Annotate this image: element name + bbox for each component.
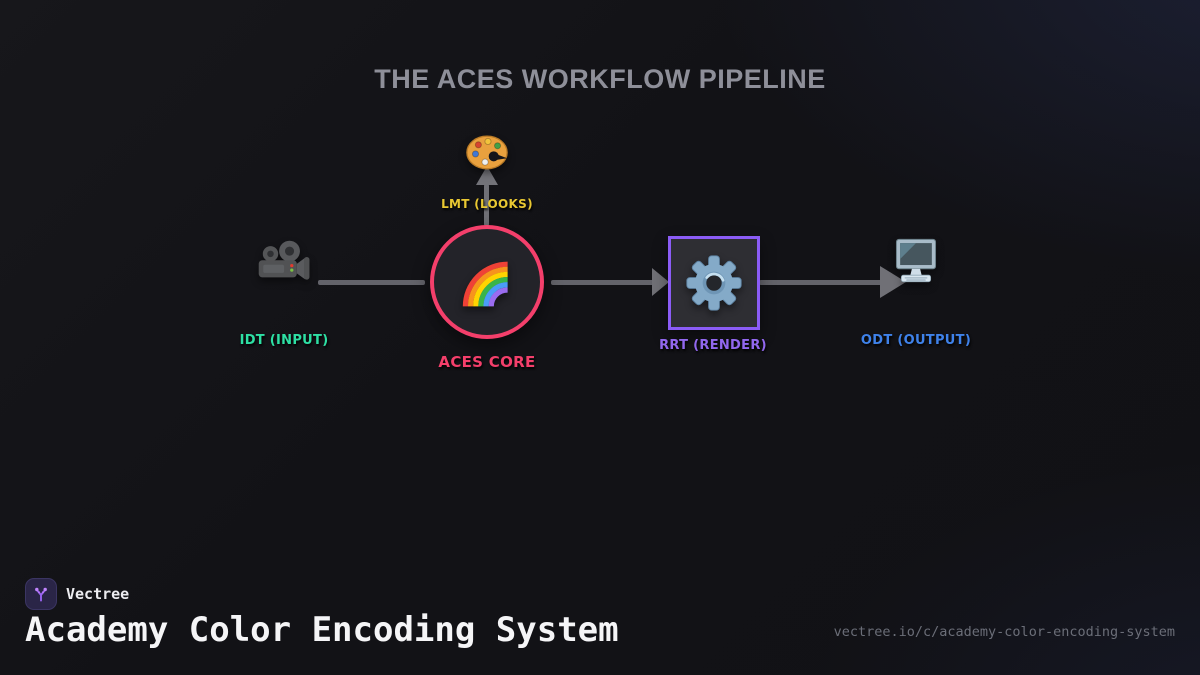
footer-heading: Academy Color Encoding System <box>25 610 619 650</box>
connector-aces-lmt <box>484 184 489 226</box>
aces-core-node <box>430 225 544 339</box>
movie-camera-icon <box>258 240 310 280</box>
connector-aces-rrt <box>551 280 654 285</box>
arrowhead-into-rrt-icon <box>652 268 669 296</box>
brand-name: Vectree <box>66 585 130 603</box>
desktop-computer-icon <box>895 238 937 283</box>
lmt-node-label: LMT (LOOKS) <box>441 197 533 211</box>
idt-node-label: IDT (INPUT) <box>239 333 329 348</box>
odt-node-label: ODT (OUTPUT) <box>860 333 972 348</box>
vectree-logo <box>25 578 57 610</box>
rainbow-icon <box>462 261 508 307</box>
arrowhead-up-to-lmt-icon <box>476 166 498 185</box>
aces-core-node-label: ACES CORE <box>438 353 536 371</box>
gear-icon <box>686 255 742 311</box>
rrt-node-label: RRT (RENDER) <box>659 338 767 353</box>
page-title: THE ACES WORKFLOW PIPELINE <box>374 64 826 94</box>
palette-icon <box>466 135 508 170</box>
arrowhead-into-odt-icon <box>880 266 906 298</box>
footer-url: vectree.io/c/academy-color-encoding-syst… <box>833 624 1175 640</box>
connector-rrt-odt <box>759 280 882 285</box>
connector-idt-aces <box>318 280 425 285</box>
rrt-node <box>668 236 760 330</box>
vectree-branch-icon <box>35 587 47 602</box>
